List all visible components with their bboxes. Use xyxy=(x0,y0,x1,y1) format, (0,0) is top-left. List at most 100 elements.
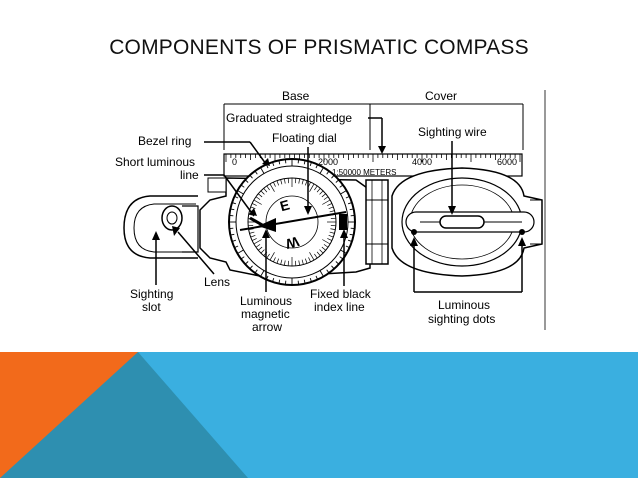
lens-pointer xyxy=(177,231,215,275)
label-sighting-wire: Sighting wire xyxy=(418,125,487,139)
footer-orange-triangle xyxy=(0,352,138,478)
dial-tick xyxy=(258,246,263,251)
bezel-ticks xyxy=(229,159,355,285)
bezel-tick xyxy=(326,269,330,274)
sighting-slot-loop xyxy=(123,195,198,259)
dial-letter-west: W xyxy=(283,233,301,252)
dial-tick xyxy=(305,180,308,186)
bezel-tick xyxy=(234,245,239,249)
dial-tick xyxy=(319,190,324,195)
sighting-wire-arrowhead xyxy=(448,206,456,215)
bezel-tick xyxy=(237,249,244,254)
dial-tick xyxy=(314,185,318,191)
magnetic-needle xyxy=(239,211,347,231)
bezel-tick xyxy=(278,160,281,165)
sighting-slot-inner xyxy=(133,203,196,253)
dial-ticks xyxy=(248,178,336,266)
label-graduated-straightedge: Graduated straightedge xyxy=(226,111,352,125)
dial-tick xyxy=(301,259,304,265)
bezel-tick xyxy=(260,167,265,174)
bezel-tick xyxy=(249,174,253,179)
cover-hinge xyxy=(365,179,389,265)
dial-tick xyxy=(251,238,257,241)
bezel-tick xyxy=(331,265,335,270)
dial-tick xyxy=(276,258,279,264)
bezel-tick xyxy=(339,256,344,260)
short-luminous-line-arrowhead xyxy=(249,208,257,216)
bezel-tick xyxy=(303,160,306,165)
dial-tick xyxy=(298,260,300,266)
label-sighting-slot-2: slot xyxy=(142,300,161,314)
dial-letter-east: E xyxy=(278,196,291,214)
bezel-tick xyxy=(340,190,347,195)
luminous-sighting-dot-left xyxy=(411,229,417,235)
dial-tick xyxy=(314,253,318,259)
label-luminous-magnetic-arrow-1: Luminous xyxy=(240,294,292,308)
bezel-tick xyxy=(309,277,312,283)
lens-arrowhead xyxy=(172,226,180,236)
dial-tick xyxy=(308,181,311,187)
fixed-black-index-arrowhead xyxy=(340,229,348,238)
scale-ratio: 1:50000 METERS xyxy=(332,168,396,177)
dial-tick xyxy=(329,231,335,234)
luminous-sighting-dot-right xyxy=(519,229,525,235)
bezel-tick xyxy=(254,269,258,274)
bezel-tick xyxy=(230,208,235,211)
dial-tick xyxy=(249,231,255,234)
lens-bracket xyxy=(182,205,199,253)
fixed-black-index-line xyxy=(339,214,347,230)
bezel-tick xyxy=(237,190,244,195)
dial-tick xyxy=(322,199,331,205)
bezel-tick xyxy=(347,239,353,242)
dial-tick xyxy=(321,193,326,198)
bezel-tick xyxy=(339,184,344,188)
label-lens: Lens xyxy=(204,275,230,289)
straightedge-arrowhead xyxy=(378,146,386,154)
bezel-tick xyxy=(244,261,249,265)
dial-tick xyxy=(284,260,286,266)
luminous-magnetic-arrow-arrowhead xyxy=(262,229,270,238)
label-luminous-magnetic-arrow-3: arrow xyxy=(252,320,282,334)
sighting-dot-left-arrowhead xyxy=(410,237,418,246)
dial-tick xyxy=(248,228,254,230)
dial-tick xyxy=(323,196,329,200)
scale-tick-2000: 2000 xyxy=(318,157,338,167)
bezel-tick xyxy=(319,167,324,174)
dial-tick xyxy=(255,196,261,200)
short-luminous-line-pointer xyxy=(204,174,255,217)
cover-bracket xyxy=(370,103,524,150)
dial-tick xyxy=(328,235,334,238)
label-cover: Cover xyxy=(425,89,457,103)
label-luminous-magnetic-arrow-2: magnetic xyxy=(241,307,290,321)
bezel-tick xyxy=(244,179,249,183)
bezel-tick xyxy=(272,277,275,283)
bezel-tick xyxy=(326,170,330,175)
bezel-tick xyxy=(345,245,350,249)
slide-title: COMPONENTS OF PRISMATIC COMPASS xyxy=(109,36,529,59)
short-luminous-line xyxy=(249,216,265,228)
compass-diagram: Base Cover Graduated straightedge 0 2000… xyxy=(115,89,546,334)
ruler-ticks xyxy=(225,154,521,162)
scale-tick-0: 0 xyxy=(232,157,237,167)
label-luminous-sighting-dots-2: sighting dots xyxy=(428,312,495,326)
bezel-tick xyxy=(349,208,354,211)
dial-tick xyxy=(253,199,262,205)
dial-tick xyxy=(301,179,304,185)
dial-tick xyxy=(280,179,283,185)
sighting-slot-arrowhead xyxy=(152,231,160,240)
luminous-magnetic-arrow xyxy=(258,218,276,232)
dial-tick xyxy=(316,188,321,193)
bezel-tick xyxy=(240,184,245,188)
sighting-dot-right-arrowhead xyxy=(518,237,526,246)
footer-decoration xyxy=(0,352,638,478)
dial-tick xyxy=(266,185,270,191)
lens-glass xyxy=(166,211,178,225)
bezel-ring-pointer xyxy=(204,141,267,165)
dial-tick xyxy=(258,193,263,198)
dial-tick xyxy=(308,257,311,263)
dial-tick xyxy=(253,239,262,245)
dial-tick xyxy=(269,252,275,261)
dial-tick xyxy=(305,258,308,264)
dial-tick xyxy=(276,180,279,186)
dial-tick xyxy=(280,259,283,265)
